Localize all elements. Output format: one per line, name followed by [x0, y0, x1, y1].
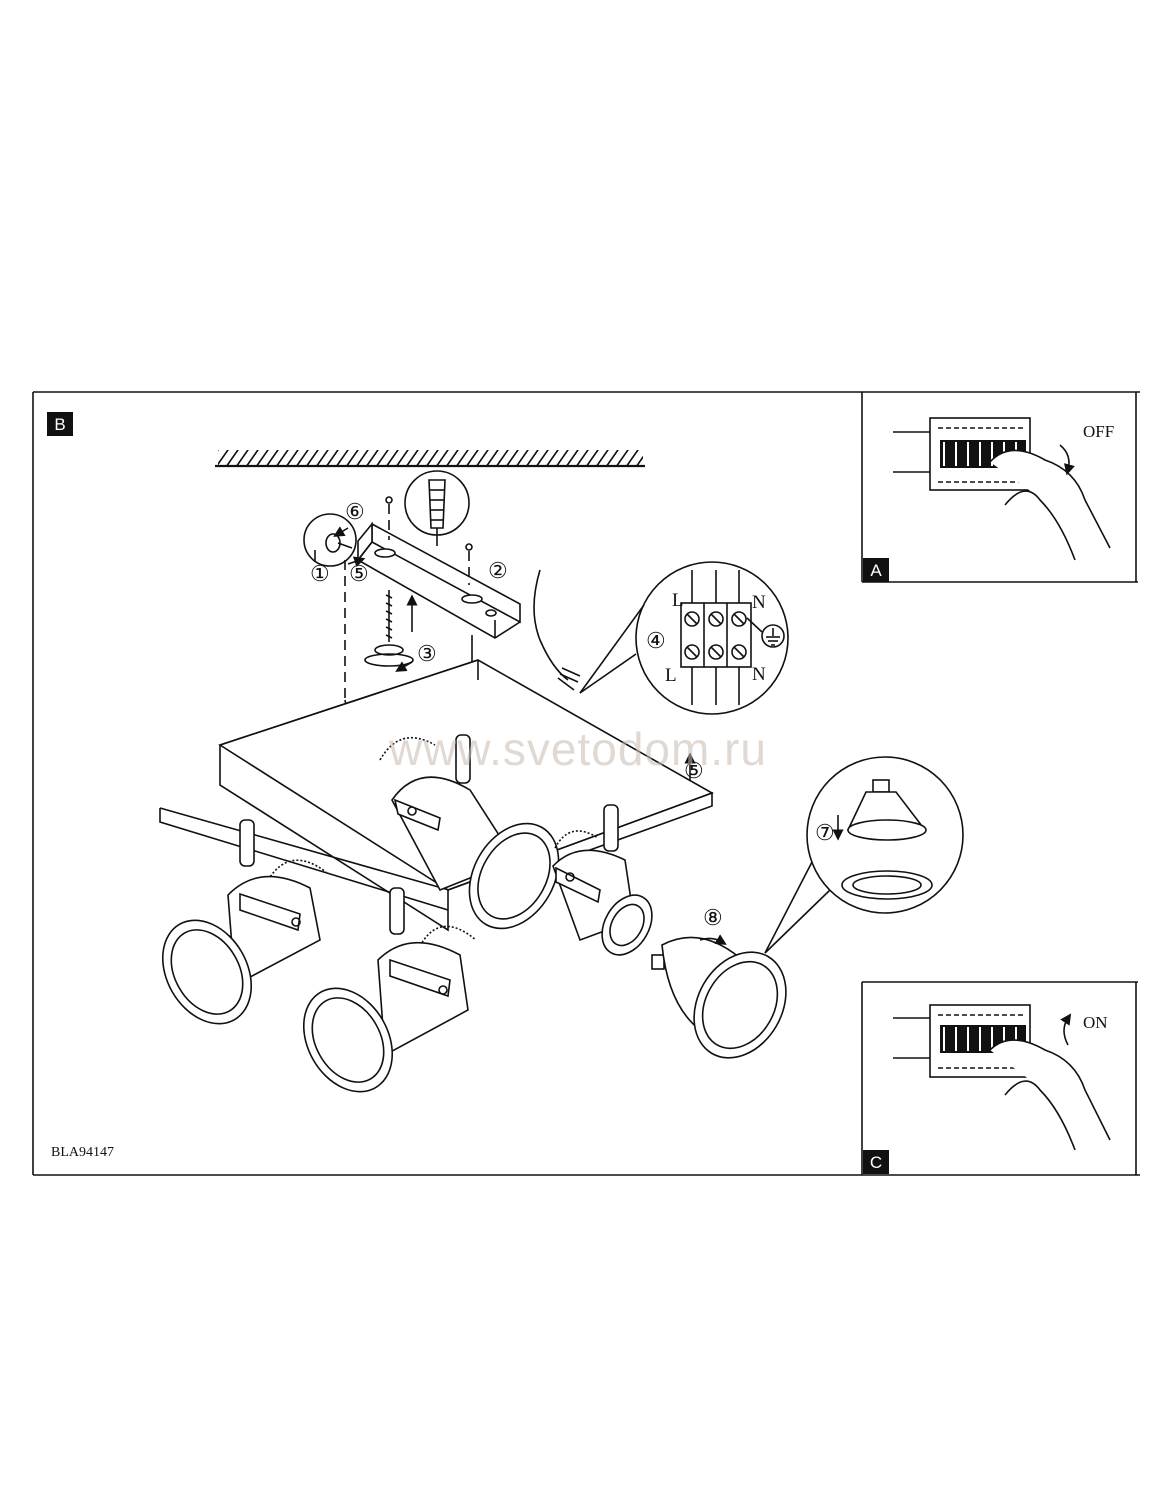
- step-labels: ① ② ③ ④ ⑤ ⑤ ⑥ ⑦ ⑧: [310, 499, 835, 930]
- spotlight-top: [379, 734, 560, 930]
- model-code: BLA94147: [51, 1145, 114, 1160]
- terminal-block: [680, 570, 752, 705]
- breaker-panel-off: OFF: [893, 417, 1114, 561]
- badge-a: A: [863, 558, 889, 582]
- step-6: ⑥: [345, 499, 365, 524]
- badge-b-label: B: [54, 415, 65, 434]
- wall-dowel-icon: [385, 470, 473, 585]
- supply-cable: [533, 569, 581, 691]
- mounting-screw-icon: [364, 590, 473, 672]
- step-5-bracket: ⑤: [349, 561, 369, 586]
- switch-on-label: ON: [1083, 1013, 1108, 1032]
- step-8: ⑧: [703, 905, 723, 930]
- mounting-bracket: [356, 521, 521, 639]
- spotlight-left: [161, 819, 327, 1025]
- spotlight-right: [552, 804, 653, 956]
- badge-c-label: C: [870, 1153, 882, 1172]
- step-4: ④: [646, 628, 666, 653]
- terminal-label-n-bottom: N: [752, 664, 766, 685]
- earth-symbol-icon: [746, 617, 785, 648]
- bulb-detail: [764, 756, 964, 954]
- watermark: www.svetodom.ru: [388, 723, 767, 775]
- badge-b: B: [47, 412, 73, 436]
- terminal-label-l-bottom: L: [665, 665, 677, 686]
- terminal-label-l-top: L: [672, 590, 684, 611]
- badge-c: C: [863, 1150, 889, 1174]
- ground-screw-icon: [303, 513, 366, 721]
- step-7: ⑦: [815, 820, 835, 845]
- switch-off-label: OFF: [1083, 422, 1114, 441]
- spotlight-front: [302, 887, 477, 1093]
- step-1: ①: [310, 561, 330, 586]
- breaker-panel-on: ON: [893, 1004, 1111, 1151]
- step-5-plate: ⑤: [684, 758, 704, 783]
- terminal-label-n-top: N: [752, 592, 766, 613]
- badge-a-label: A: [870, 561, 882, 580]
- step-2: ②: [488, 558, 508, 583]
- gu10-bulb-icon: [651, 934, 787, 1059]
- step-3: ③: [417, 641, 437, 666]
- ceiling-hatch: [215, 450, 645, 468]
- frame: [32, 391, 1140, 1176]
- terminal-block-detail: L N L N: [579, 561, 789, 715]
